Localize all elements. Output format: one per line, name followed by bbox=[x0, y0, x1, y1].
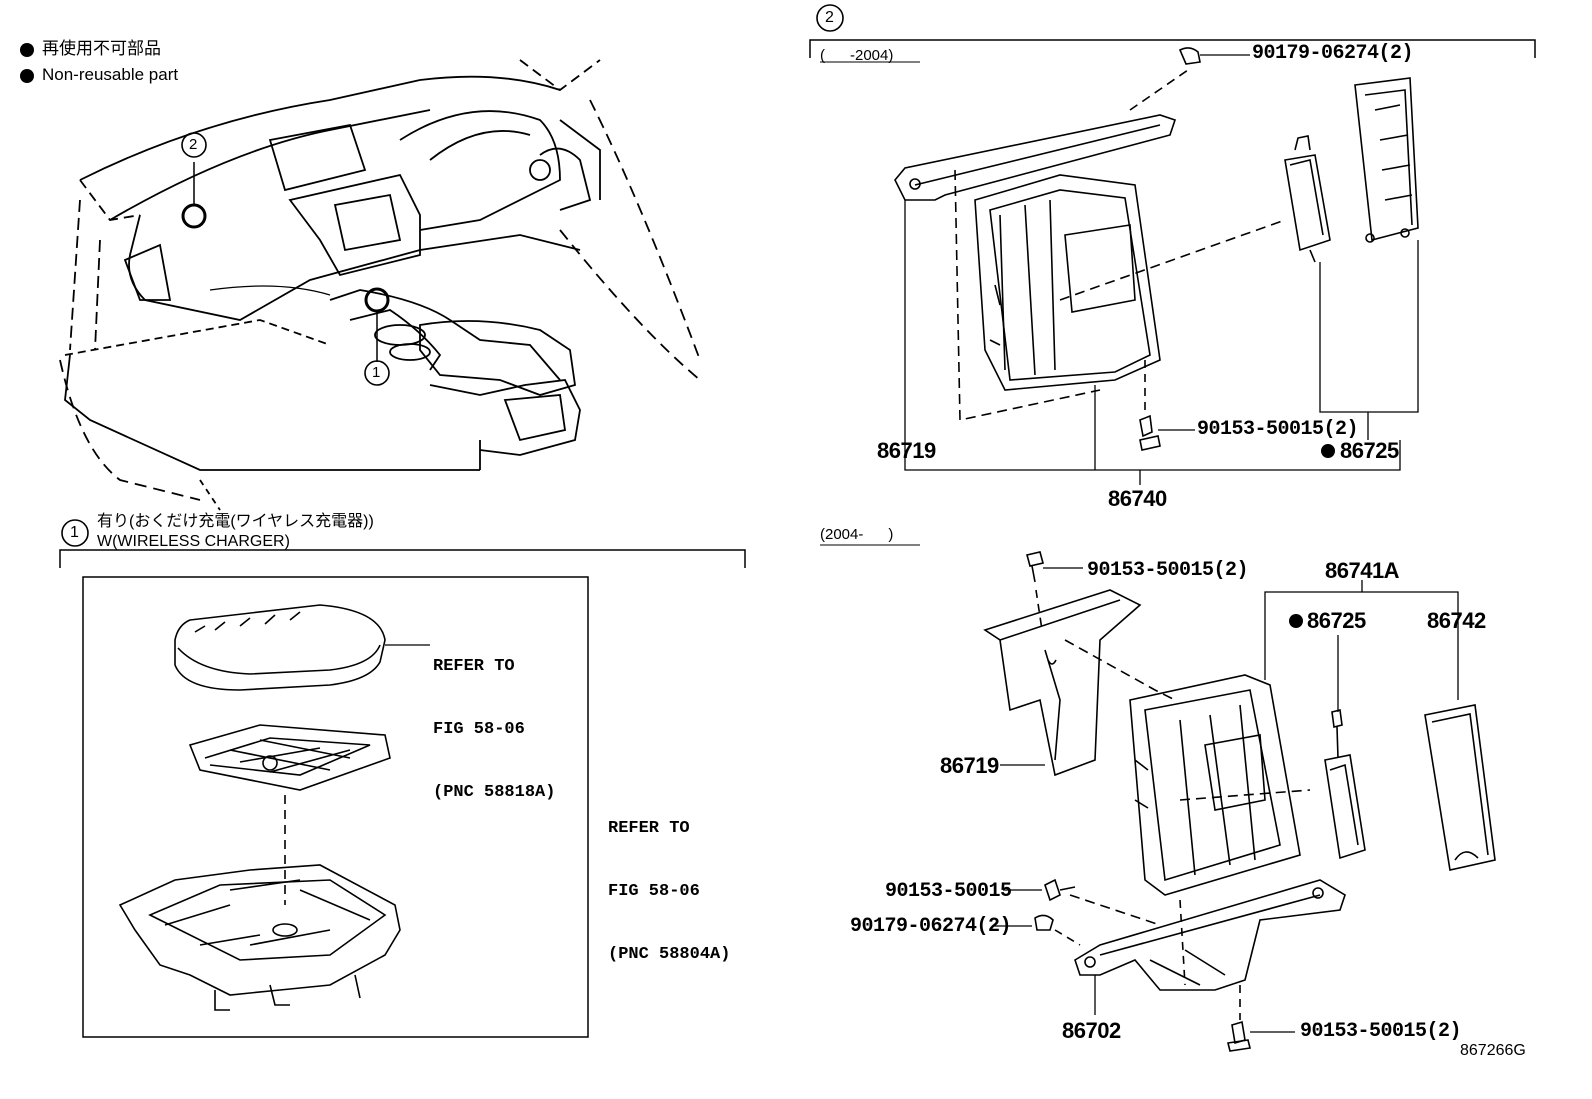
callout-1-overview[interactable]: 1 bbox=[372, 364, 381, 381]
part-90179-06274-new[interactable]: 90179-06274(2) bbox=[850, 915, 1012, 938]
non-reusable-dot-icon bbox=[20, 68, 34, 83]
part-90153-50015-mid[interactable]: 90153-50015 bbox=[885, 880, 1012, 903]
part-86725-old[interactable]: 86725 bbox=[1340, 438, 1399, 463]
dashboard-illustration bbox=[59, 59, 701, 511]
refer-line: REFER TO bbox=[433, 657, 515, 676]
section1-callout: 1 bbox=[70, 524, 79, 541]
range-new-label: (2004- ) bbox=[820, 526, 894, 543]
part-86719-new[interactable]: 86719 bbox=[940, 753, 999, 778]
part-90153-50015-old[interactable]: 90153-50015(2) bbox=[1197, 418, 1359, 441]
refer-line: (PNC 58804A) bbox=[608, 945, 731, 964]
callout-2-overview[interactable]: 2 bbox=[189, 136, 198, 153]
new-version-parts bbox=[983, 551, 1496, 1052]
section1-frame bbox=[59, 549, 746, 1038]
legend-jp-label: 再使用不可部品 bbox=[42, 39, 161, 58]
refer-line: FIG 58-06 bbox=[608, 882, 700, 901]
legend-en-label: Non-reusable part bbox=[42, 65, 179, 84]
figure-code: 867266G bbox=[1460, 1042, 1526, 1059]
part-86719-old[interactable]: 86719 bbox=[877, 438, 936, 463]
part-86725-new[interactable]: 86725 bbox=[1307, 608, 1366, 633]
section2-callout: 2 bbox=[825, 9, 834, 26]
section1-title-jp: 有り(おくだけ充電(ワイヤレス充電器)) bbox=[97, 513, 374, 530]
refer-fig-58818a[interactable]: REFER TO FIG 58-06 (PNC 58818A) bbox=[433, 614, 555, 824]
part-86702[interactable]: 86702 bbox=[1062, 1018, 1121, 1043]
part-90153-50015-bottom[interactable]: 90153-50015(2) bbox=[1300, 1020, 1462, 1043]
refer-line: REFER TO bbox=[608, 819, 690, 838]
legend-non-reusable-jp: 再使用不可部品 bbox=[20, 40, 161, 57]
part-86740[interactable]: 86740 bbox=[1108, 486, 1167, 511]
refer-line: (PNC 58818A) bbox=[433, 783, 556, 802]
refer-line: FIG 58-06 bbox=[433, 720, 525, 739]
part-86742[interactable]: 86742 bbox=[1427, 608, 1486, 633]
part-86741a[interactable]: 86741A bbox=[1325, 558, 1400, 583]
part-90153-50015-top[interactable]: 90153-50015(2) bbox=[1087, 559, 1249, 582]
non-reusable-dot-icon bbox=[20, 42, 34, 57]
refer-fig-58804a[interactable]: REFER TO FIG 58-06 (PNC 58804A) bbox=[608, 776, 730, 986]
section1-title-en: W(WIRELESS CHARGER) bbox=[97, 533, 290, 550]
part-90179-06274-old[interactable]: 90179-06274(2) bbox=[1252, 42, 1414, 65]
legend-non-reusable-en: Non-reusable part bbox=[20, 66, 178, 83]
section2-frame bbox=[809, 39, 1536, 546]
wireless-charger-parts bbox=[118, 604, 430, 1011]
range-old-label: ( -2004) bbox=[820, 47, 894, 64]
old-version-parts bbox=[894, 47, 1419, 485]
